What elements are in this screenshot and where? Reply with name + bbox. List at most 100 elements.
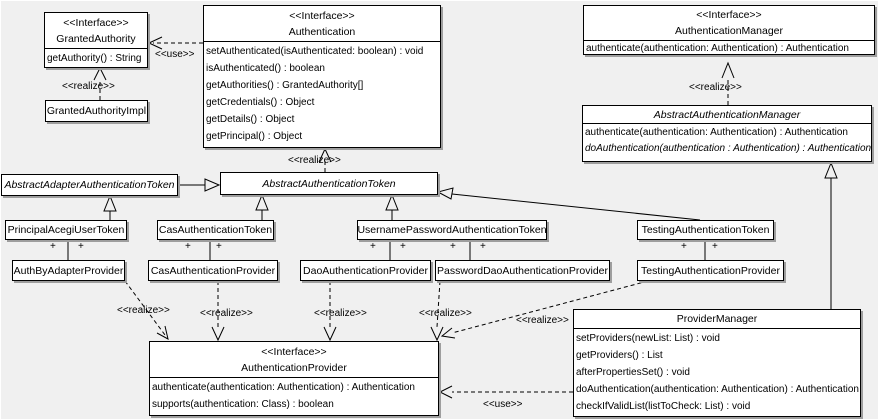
class-principal-acegi-user-token[interactable]: PrincipalAcegiUserToken (5, 220, 127, 240)
class-name: TestingAuthenticationProvider (641, 264, 780, 277)
realize-arrowhead (93, 66, 107, 81)
class-authentication-provider[interactable]: <<Interface>> AuthenticationProvider aut… (149, 341, 439, 416)
realize-label: <<realize>> (62, 81, 115, 92)
generalization-triangle (103, 194, 117, 212)
class-cas-authentication-provider[interactable]: CasAuthenticationProvider (148, 260, 278, 281)
realize-arrowhead (721, 61, 735, 79)
class-password-dao-authentication-provider[interactable]: PasswordDaoAuthenticationProvider (435, 260, 610, 281)
generalization-triangle (204, 178, 221, 192)
method-label: checkIfValidList(listToCheck: List) : vo… (576, 401, 751, 412)
method-label: afterPropertiesSet() : void (576, 367, 690, 378)
class-name: CasAuthenticationToken (158, 224, 273, 236)
method-compartment: setProviders(newList: List) : void getPr… (574, 328, 860, 416)
realize-label: <<realize>> (200, 308, 253, 319)
realize-label: <<realize>> (419, 308, 472, 319)
realize-arrowhead (323, 326, 337, 342)
association-plus: + (185, 241, 191, 252)
generalization-triangle (385, 193, 399, 211)
class-abstract-authentication-token[interactable]: AbstractAuthenticationToken (220, 172, 438, 195)
class-testing-authentication-provider[interactable]: TestingAuthenticationProvider (637, 260, 784, 281)
method-label: authenticate(authentication: Authenticat… (586, 43, 849, 54)
class-header: <<Interface>> AuthenticationProvider (150, 342, 438, 377)
realize-label: <<realize>> (117, 305, 170, 316)
method-compartment: authenticate(authentication: Authenticat… (583, 123, 871, 161)
association-plus: + (480, 241, 486, 252)
method-compartment: authenticate(authentication: Authenticat… (150, 377, 438, 415)
method-label: isAuthenticated() : boolean (206, 63, 325, 74)
method-label: authenticate(authentication: Authenticat… (585, 127, 848, 138)
generalization-testing-token (451, 193, 701, 221)
association-plus: + (400, 241, 406, 252)
class-provider-manager[interactable]: ProviderManager setProviders(newList: Li… (573, 309, 861, 417)
class-auth-by-adapter-provider[interactable]: AuthByAdapterProvider (12, 260, 125, 281)
generalization-triangle (436, 187, 454, 200)
class-granted-authority[interactable]: <<Interface>> GrantedAuthority getAuthor… (44, 12, 148, 68)
use-label: <<use>> (155, 49, 195, 60)
class-authentication-manager[interactable]: <<Interface>> AuthenticationManager auth… (583, 5, 875, 55)
class-testing-authentication-token[interactable]: TestingAuthenticationToken (637, 220, 774, 240)
method-compartment: getAuthority() : String (45, 48, 147, 67)
method-compartment: authenticate(authentication: Authenticat… (584, 40, 874, 54)
realize-arrowhead (211, 326, 225, 342)
class-dao-authentication-provider[interactable]: DaoAuthenticationProvider (300, 260, 431, 281)
class-granted-authority-impl[interactable]: GrantedAuthorityImpl (45, 100, 148, 122)
generalization-triangle (255, 193, 269, 211)
realize-label: <<realize>> (689, 82, 742, 93)
class-name: GrantedAuthorityImpl (46, 105, 147, 117)
class-name: CasAuthenticationProvider (150, 264, 276, 277)
realize-label: <<realize>> (288, 155, 341, 166)
class-header: <<Interface>> AuthenticationManager (584, 6, 874, 40)
class-name: AbstractAuthenticationManager (653, 109, 801, 121)
generalization-triangle (824, 161, 838, 179)
use-arrowhead (147, 36, 163, 50)
class-header: <<Interface>> GrantedAuthority (45, 13, 147, 48)
method-label: supports(authentication: Class) : boolea… (152, 399, 334, 410)
class-name: PasswordDaoAuthenticationProvider (436, 264, 608, 277)
class-name: AuthenticationManager (675, 25, 783, 37)
method-label: doAuthentication(authentication: Authent… (576, 384, 859, 395)
class-name: GrantedAuthority (56, 33, 136, 45)
method-label: getAuthority() : String (47, 53, 142, 64)
class-name: TestingAuthenticationToken (641, 224, 770, 236)
realize-label: <<realize>> (314, 308, 367, 319)
class-cas-authentication-token[interactable]: CasAuthenticationToken (157, 220, 274, 240)
class-name: ProviderManager (676, 313, 758, 325)
class-name: AuthByAdapterProvider (13, 264, 124, 277)
class-abstract-adapter-authentication-token[interactable]: AbstractAdapterAuthenticationToken (1, 174, 178, 196)
class-username-password-authentication-token[interactable]: UsernamePasswordAuthenticationToken (357, 220, 547, 240)
method-label: getPrincipal() : Object (206, 131, 303, 142)
association-plus: + (216, 241, 222, 252)
class-header: <<Interface>> Authentication (204, 6, 440, 41)
class-name: AbstractAuthenticationToken (262, 177, 396, 190)
stereotype-label: <<Interface>> (63, 17, 129, 29)
class-header: AbstractAuthenticationManager (583, 106, 871, 123)
realize-arrowhead (430, 326, 444, 342)
method-label: getAuthorities() : GrantedAuthority[] (206, 80, 364, 91)
method-label: doAuthentication(authentication : Authen… (585, 143, 871, 154)
method-label: getCredentials() : Object (206, 97, 315, 108)
method-label: setProviders(newList: List) : void (576, 333, 720, 344)
association-plus: + (370, 241, 376, 252)
realize-label: <<realize>> (516, 315, 569, 326)
association-plus: + (681, 241, 687, 252)
association-plus: + (450, 241, 456, 252)
class-name: UsernamePasswordAuthenticationToken (357, 224, 547, 236)
association-plus: + (712, 241, 718, 252)
class-name: AbstractAdapterAuthenticationToken (4, 179, 175, 191)
class-header: ProviderManager (574, 310, 860, 328)
realize-arrowhead (440, 327, 456, 339)
realize-arrow-passworddaoprovider (436, 280, 441, 328)
stereotype-label: <<Interface>> (289, 10, 355, 22)
class-name: AuthenticationProvider (241, 362, 347, 374)
method-label: getDetails() : Object (206, 114, 295, 125)
method-compartment: setAuthenticated(isAuthenticated: boolea… (204, 41, 440, 147)
class-authentication[interactable]: <<Interface>> Authentication setAuthenti… (203, 5, 441, 148)
class-name: PrincipalAcegiUserToken (7, 224, 125, 236)
class-name: DaoAuthenticationProvider (303, 264, 428, 277)
use-label: <<use>> (483, 399, 523, 410)
realize-arrowhead (156, 325, 169, 340)
class-abstract-authentication-manager[interactable]: AbstractAuthenticationManager authentica… (582, 105, 872, 162)
stereotype-label: <<Interface>> (261, 346, 327, 358)
association-plus: + (78, 241, 84, 252)
